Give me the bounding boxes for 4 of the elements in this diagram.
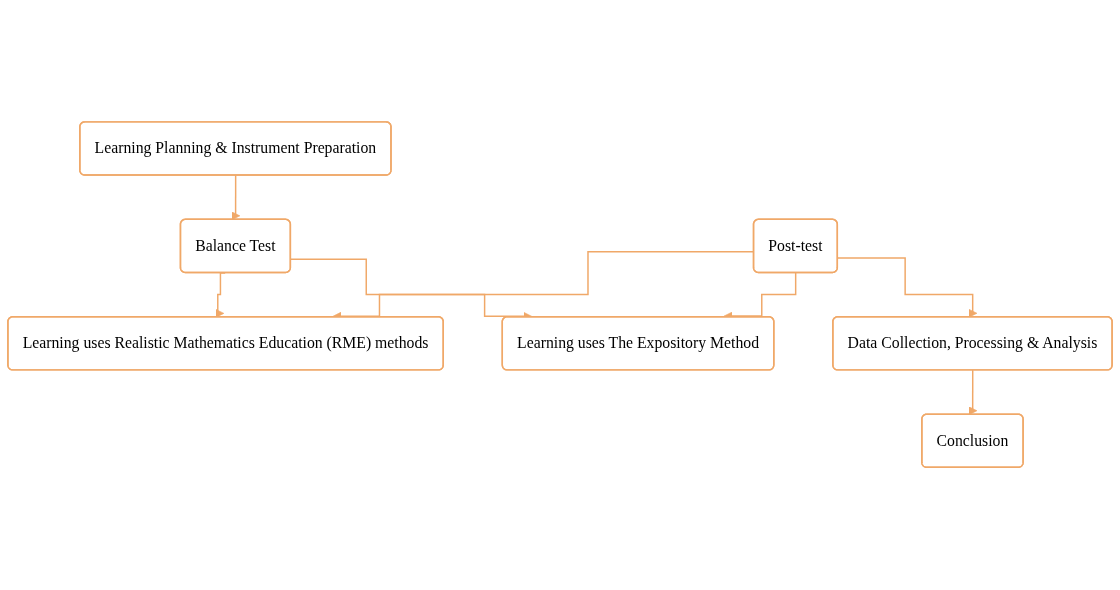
arrow [215, 272, 226, 319]
arrow [231, 175, 241, 221]
arrow [968, 370, 978, 416]
arrow [837, 257, 978, 319]
